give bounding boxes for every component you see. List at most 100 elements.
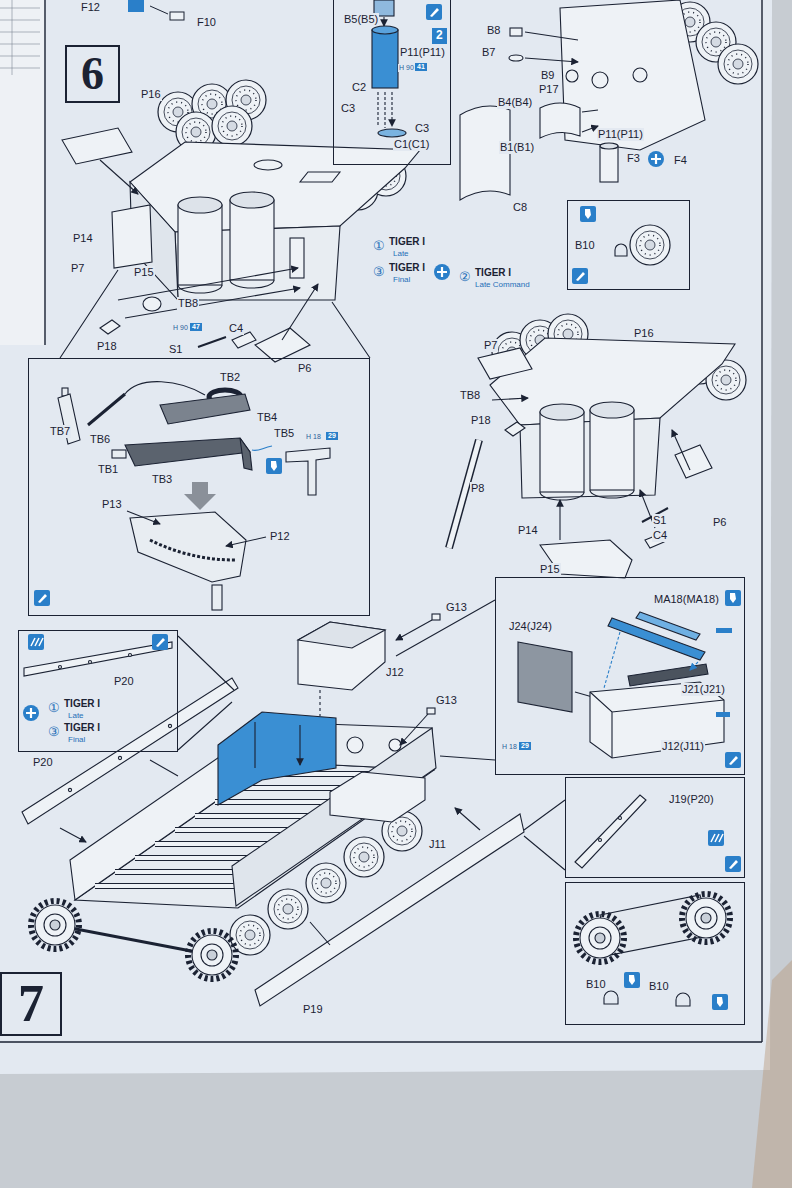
part-label: P7 [483, 339, 498, 352]
instruction-illustration [34, 590, 50, 606]
instruction-illustration [152, 634, 168, 650]
part-label: TB8 [177, 297, 199, 310]
part-label: P6 [712, 516, 727, 529]
part-label: P16 [140, 88, 162, 101]
lower-hull-drawing [389, 739, 401, 751]
exhaust-detail-drawing [378, 129, 406, 137]
detail-inset-drawings [524, 800, 565, 870]
instruction-illustration [580, 206, 596, 222]
detail-inset-drawings [178, 636, 234, 750]
instruction-illustration [434, 264, 450, 280]
callout-number: 29 [519, 742, 531, 750]
paint-code: H 18 [305, 433, 322, 441]
detail-inset-drawings [604, 991, 618, 1004]
hull-top-right-drawing [525, 32, 578, 62]
lower-hull-drawing [22, 614, 524, 1006]
instruction-illustration [624, 972, 640, 988]
variant-name: Late Command [474, 280, 531, 289]
step-number: 7 [0, 972, 62, 1036]
hull-rear-drawing [282, 284, 318, 340]
detail-inset-drawings [636, 612, 700, 640]
part-label: B5(B5) [343, 13, 379, 26]
part-label: TB7 [49, 425, 71, 438]
instruction-illustration [426, 4, 442, 20]
paper-background [0, 0, 772, 1074]
detail-inset-drawings [576, 914, 624, 962]
variant-name: TIGER I [474, 267, 512, 279]
detail-inset-drawings [590, 692, 724, 758]
paper-background [0, 0, 762, 1042]
tow-bracket-drawing [226, 537, 266, 546]
tow-bracket-drawing [184, 482, 216, 510]
part-label: P6 [297, 362, 312, 375]
variant-name: Final [67, 735, 86, 744]
part-label: P14 [72, 232, 94, 245]
hull-top-right-drawing [566, 70, 578, 82]
detail-inset-drawings [676, 993, 690, 1006]
part-label: TB5 [273, 427, 295, 440]
callout-number: 41 [415, 63, 427, 71]
instruction-illustration [23, 705, 39, 721]
part-label: P11(P11) [399, 46, 446, 59]
part-label: J12(J11) [661, 740, 705, 753]
paper-background [0, 0, 44, 345]
tow-bracket-drawing [127, 511, 160, 524]
instruction-illustration [725, 752, 741, 768]
variant-name: TIGER I [63, 698, 101, 710]
part-label: J12 [385, 666, 405, 679]
exhaust-detail-drawing [383, 17, 384, 26]
lower-hull-drawing [31, 901, 79, 949]
part-label: S1 [652, 514, 667, 527]
step-number: 6 [65, 45, 120, 103]
part-label: B4(B4) [497, 96, 533, 109]
instruction-illustration [712, 994, 728, 1010]
detail-inset-drawings [599, 839, 602, 842]
hull-top-right-drawing [582, 110, 598, 132]
part-label: P8 [470, 482, 485, 495]
part-label: F4 [673, 154, 688, 167]
hull-rear-drawing [178, 197, 222, 293]
step-number: 6 [81, 51, 104, 97]
tow-bracket-drawing [88, 394, 125, 425]
hull-rear-right-drawing [590, 402, 634, 498]
hull-rear-right-drawing [449, 314, 746, 578]
detail-inset-drawings [619, 817, 622, 820]
hull-top-right-drawing [592, 72, 608, 88]
callout-number: 29 [326, 432, 338, 440]
instruction-illustration [725, 856, 741, 872]
lower-hull-drawing [188, 931, 236, 979]
hull-rear-right-drawing [540, 540, 632, 578]
part-label: C3 [340, 102, 356, 115]
hull-rear-right-drawing [540, 404, 584, 500]
detail-inset: J24(J24)MA18(MA18)J21(J21)J12(J11)H 1829 [495, 577, 745, 775]
tow-bracket-drawing [252, 446, 272, 451]
part-label: P17 [538, 83, 560, 96]
part-label: J11 [428, 838, 447, 851]
lower-hull-drawing [255, 722, 300, 768]
part-label: P20 [32, 756, 54, 769]
lower-hull-drawing [68, 788, 71, 791]
part-label: B10 [585, 978, 607, 991]
part-label: J19(P20) [668, 793, 715, 806]
lower-hull-drawing [298, 622, 385, 648]
lower-hull-drawing [255, 814, 524, 1006]
detail-inset-drawings [129, 654, 132, 657]
part-label: TB1 [97, 463, 119, 476]
top-left-parts [128, 0, 144, 12]
detail-inset: B10B10 [565, 882, 745, 1025]
hull-rear-drawing [300, 172, 340, 182]
step-number: 7 [18, 978, 44, 1030]
detail-inset-drawings [575, 795, 646, 868]
detail-inset: J19(P20) [565, 777, 745, 878]
part-label: TB4 [256, 411, 278, 424]
hull-top-right-drawing [615, 244, 627, 256]
instruction-illustration [725, 590, 741, 606]
hull-top-right-drawing [600, 146, 618, 182]
hull-top-right-drawing [560, 0, 705, 150]
part-label: B10 [574, 239, 596, 252]
hull-rear-drawing [100, 320, 120, 334]
hull-rear-right-drawing [559, 500, 560, 540]
part-label: S1 [168, 343, 183, 356]
variant-number: ③ [47, 725, 61, 740]
